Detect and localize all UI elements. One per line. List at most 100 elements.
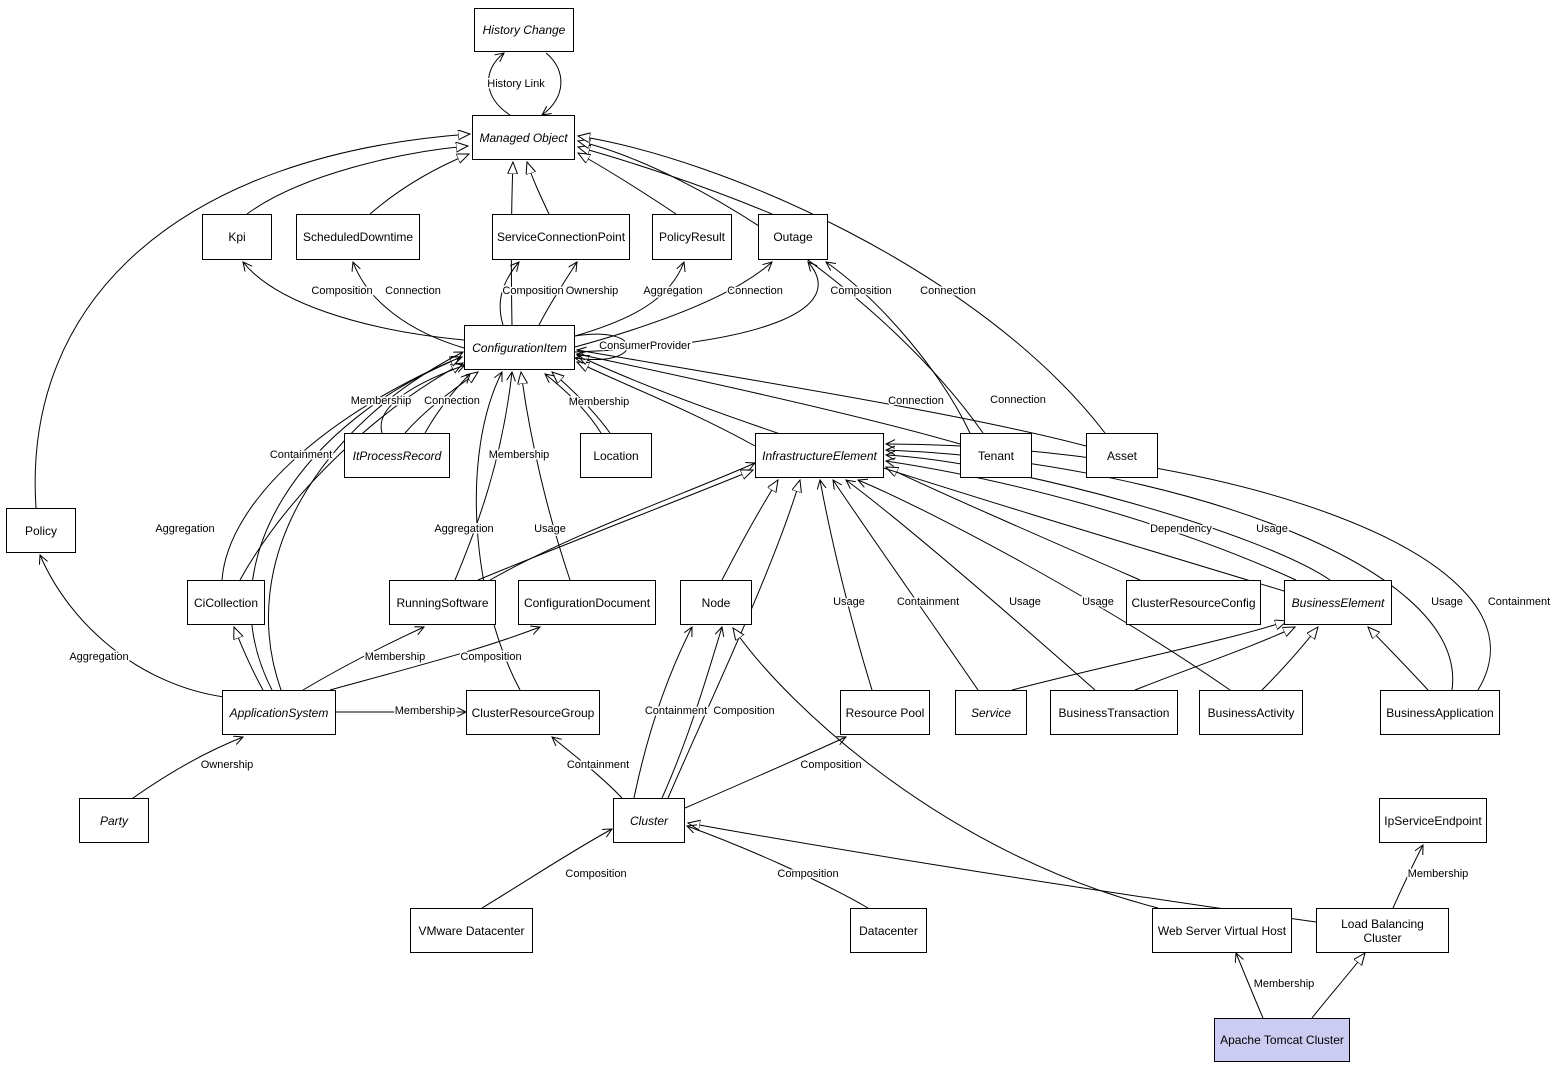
- edge-managed-object-to-history-change: [488, 53, 511, 116]
- edge-label-cluster-to-node: Composition: [713, 705, 774, 717]
- edge-service-to-business-element: [1011, 621, 1287, 691]
- edge-label-business-activity-to-infrastructure-element: Usage: [1082, 596, 1114, 608]
- node-resource-pool[interactable]: Resource Pool: [840, 690, 930, 735]
- edge-outage-to-managed-object: [578, 147, 773, 215]
- edge-label-running-software-to-configuration-item: Membership: [489, 449, 550, 461]
- edge-label-business-element-to-infrastructure-element: Usage: [1256, 523, 1288, 535]
- edge-label-cluster-to-resource-pool: Composition: [800, 759, 861, 771]
- node-policy-result[interactable]: PolicyResult: [652, 214, 732, 260]
- node-outage[interactable]: Outage: [758, 214, 828, 260]
- node-load-balancing-cluster[interactable]: Load Balancing Cluster: [1316, 908, 1449, 953]
- edge-business-element-to-infrastructure-element: [886, 461, 1297, 581]
- edge-label-application-system-to-cluster-resource-group: Membership: [395, 705, 456, 717]
- node-running-software[interactable]: RunningSoftware: [389, 580, 496, 625]
- edge-cluster-resource-config-to-infrastructure-element: [886, 467, 1141, 581]
- edge-tenant-to-configuration-item: [577, 354, 961, 445]
- edge-label-ci-collection-to-configuration-item: Aggregation: [155, 523, 214, 535]
- edge-label-configuration-item-to-service-connection-point: Ownership: [566, 285, 619, 297]
- node-apache-tomcat-cluster[interactable]: Apache Tomcat Cluster: [1214, 1018, 1350, 1062]
- node-party[interactable]: Party: [79, 798, 149, 843]
- edge-application-system-to-configuration-item: [250, 357, 462, 691]
- edge-label-business-element-to-infrastructure-element: Dependency: [1150, 523, 1212, 535]
- edge-party-to-application-system: [132, 737, 243, 799]
- node-asset[interactable]: Asset: [1086, 433, 1158, 478]
- edge-label-business-application-to-infrastructure-element: Containment: [1488, 596, 1550, 608]
- edge-label-configuration-item-to-service-connection-point: Composition: [502, 285, 563, 297]
- edge-application-system-to-policy: [40, 555, 225, 698]
- edge-cluster-to-cluster-resource-group: [552, 737, 623, 799]
- node-history-change[interactable]: History Change: [474, 8, 574, 52]
- edge-load-balancing-cluster-to-ip-service-endpoint: [1392, 845, 1423, 909]
- edge-label-it-process-record-to-configuration-item: Membership: [351, 395, 412, 407]
- edge-cluster-to-node: [661, 627, 722, 799]
- node-policy[interactable]: Policy: [6, 508, 76, 553]
- edge-label-application-system-to-configuration-item: Containment: [270, 449, 332, 461]
- node-kpi[interactable]: Kpi: [202, 214, 272, 260]
- node-business-activity[interactable]: BusinessActivity: [1199, 690, 1303, 735]
- node-business-application[interactable]: BusinessApplication: [1380, 690, 1500, 735]
- edge-cluster-to-resource-pool: [684, 737, 846, 809]
- edge-cluster-to-node: [633, 627, 692, 799]
- edge-scheduled-downtime-to-managed-object: [369, 154, 469, 215]
- edge-location-to-configuration-item: [552, 372, 611, 434]
- edge-label-resource-pool-to-infrastructure-element: Usage: [833, 596, 865, 608]
- edge-policy-result-to-managed-object: [578, 153, 677, 215]
- edge-business-application-to-business-element: [1368, 627, 1429, 691]
- node-business-transaction[interactable]: BusinessTransaction: [1050, 690, 1178, 735]
- edge-label-tenant-to-outage: Connection: [920, 285, 976, 297]
- edge-label-configuration-item-to-kpi: Composition: [311, 285, 372, 297]
- edge-kpi-to-managed-object: [246, 146, 468, 215]
- edge-apache-tomcat-cluster-to-load-balancing-cluster: [1311, 953, 1365, 1019]
- edge-configuration-item-to-policy-result: [574, 262, 684, 337]
- edge-label-party-to-application-system: Ownership: [201, 759, 254, 771]
- edge-history-change-to-managed-object: [542, 52, 562, 115]
- node-ci-collection[interactable]: CiCollection: [187, 580, 265, 625]
- edge-label-application-system-to-policy: Aggregation: [69, 651, 128, 663]
- edge-label-vmware-datacenter-to-cluster: Composition: [565, 868, 626, 880]
- edge-label-datacenter-to-cluster: Composition: [777, 868, 838, 880]
- edge-it-process-record-to-configuration-item: [424, 374, 470, 434]
- edge-label-managed-object-to-history-change: History Link: [487, 78, 545, 90]
- edge-business-activity-to-infrastructure-element: [858, 480, 1231, 691]
- edge-service-connection-point-to-managed-object: [527, 162, 550, 215]
- edge-business-element-to-configuration-item: [577, 355, 1285, 592]
- edge-configuration-item-to-service-connection-point: [499, 262, 519, 326]
- node-configuration-item[interactable]: ConfigurationItem: [464, 325, 575, 370]
- node-service-connection-point[interactable]: ServiceConnectionPoint: [492, 214, 630, 260]
- edge-tenant-to-outage: [826, 262, 971, 434]
- node-it-process-record[interactable]: ItProcessRecord: [344, 433, 450, 478]
- edge-configuration-item-to-configuration-item: [575, 333, 628, 359]
- edge-asset-to-managed-object: [578, 136, 1106, 434]
- node-infrastructure-element[interactable]: InfrastructureElement: [755, 433, 884, 478]
- node-node[interactable]: Node: [680, 580, 752, 625]
- node-service[interactable]: Service: [955, 690, 1027, 735]
- edge-label-configuration-item-to-outage: Composition: [830, 285, 891, 297]
- node-managed-object[interactable]: Managed Object: [472, 115, 575, 160]
- node-location[interactable]: Location: [580, 433, 652, 478]
- edge-load-balancing-cluster-to-cluster: [688, 823, 1317, 923]
- node-application-system[interactable]: ApplicationSystem: [222, 690, 336, 735]
- edge-label-load-balancing-cluster-to-ip-service-endpoint: Membership: [1408, 868, 1469, 880]
- edge-label-cluster-to-cluster-resource-group: Containment: [567, 759, 629, 771]
- edge-label-service-to-infrastructure-element: Containment: [897, 596, 959, 608]
- node-configuration-document[interactable]: ConfigurationDocument: [518, 580, 656, 625]
- edge-label-business-transaction-to-infrastructure-element: Usage: [1009, 596, 1041, 608]
- node-scheduled-downtime[interactable]: ScheduledDowntime: [296, 214, 420, 260]
- node-cluster-resource-group[interactable]: ClusterResourceGroup: [466, 690, 600, 735]
- edge-it-process-record-to-configuration-item: [380, 365, 465, 434]
- edge-label-cluster-to-node: Containment: [645, 705, 707, 717]
- node-datacenter[interactable]: Datacenter: [850, 908, 927, 953]
- node-ip-service-endpoint[interactable]: IpServiceEndpoint: [1379, 798, 1487, 843]
- node-cluster[interactable]: Cluster: [613, 798, 685, 843]
- node-cluster-resource-config[interactable]: ClusterResourceConfig: [1126, 580, 1261, 625]
- edge-configuration-item-to-kpi: [243, 262, 465, 341]
- edge-label-application-system-to-running-software: Membership: [365, 651, 426, 663]
- edge-label-application-system-to-configuration-document: Composition: [460, 651, 521, 663]
- node-vmware-datacenter[interactable]: VMware Datacenter: [410, 908, 533, 953]
- edge-resource-pool-to-infrastructure-element: [820, 480, 873, 691]
- node-tenant[interactable]: Tenant: [960, 433, 1032, 478]
- node-business-element[interactable]: BusinessElement: [1284, 580, 1392, 625]
- edge-location-to-configuration-item: [545, 374, 602, 434]
- node-web-server-virtual-host[interactable]: Web Server Virtual Host: [1152, 908, 1292, 953]
